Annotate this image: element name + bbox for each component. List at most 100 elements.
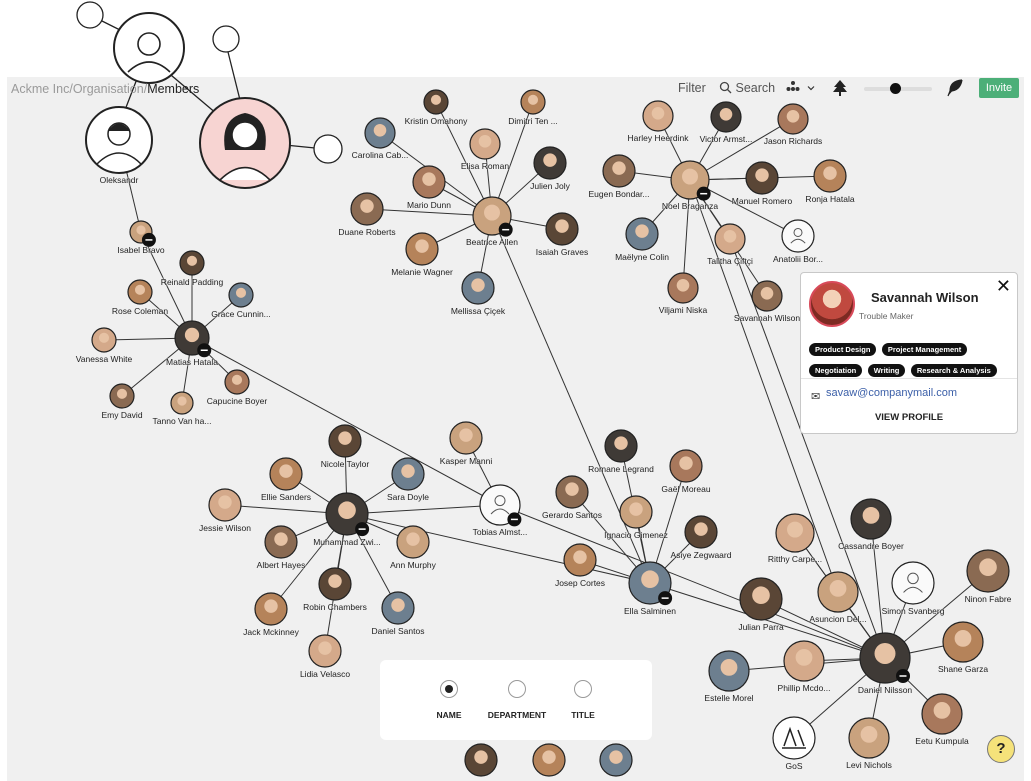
avatar-face xyxy=(723,230,737,243)
member-node[interactable] xyxy=(224,369,250,395)
breadcrumb-organisation[interactable]: Organisation/ xyxy=(72,82,148,96)
member-node[interactable] xyxy=(563,543,597,577)
member-node[interactable] xyxy=(772,716,816,760)
member-node[interactable] xyxy=(308,634,342,668)
avatar-face xyxy=(471,278,485,292)
zoom-slider-knob[interactable] xyxy=(889,83,901,94)
member-node[interactable] xyxy=(710,101,742,133)
member-node[interactable] xyxy=(751,280,783,312)
member-node[interactable] xyxy=(642,100,674,132)
member-node[interactable] xyxy=(850,498,892,540)
member-node[interactable] xyxy=(813,159,847,193)
member-node[interactable] xyxy=(464,743,498,777)
email-link[interactable]: savaw@companymail.com xyxy=(826,387,957,399)
member-name-label: Levi Nichols xyxy=(846,760,892,770)
member-node[interactable] xyxy=(599,743,633,777)
member-node[interactable] xyxy=(364,117,396,149)
member-node[interactable] xyxy=(479,484,522,527)
member-node[interactable] xyxy=(625,217,659,251)
radio-department[interactable] xyxy=(508,680,526,698)
member-node[interactable] xyxy=(848,717,890,759)
member-node[interactable] xyxy=(174,320,212,358)
member-name-label: Julian Parra xyxy=(738,622,784,632)
member-node[interactable] xyxy=(461,271,495,305)
member-node[interactable] xyxy=(391,457,425,491)
member-node[interactable] xyxy=(208,488,242,522)
member-node[interactable] xyxy=(619,495,653,529)
member-node[interactable] xyxy=(532,743,566,777)
member-node[interactable] xyxy=(170,391,194,415)
member-node[interactable] xyxy=(966,549,1010,593)
help-button[interactable]: ? xyxy=(987,735,1015,763)
member-node[interactable] xyxy=(129,220,156,247)
member-node[interactable] xyxy=(628,561,673,606)
member-node[interactable] xyxy=(350,192,384,226)
member-node[interactable] xyxy=(555,475,589,509)
member-node[interactable] xyxy=(254,592,288,626)
member-node[interactable] xyxy=(179,250,205,276)
member-node[interactable] xyxy=(396,525,430,559)
member-node[interactable] xyxy=(942,621,984,663)
radio-title[interactable] xyxy=(574,680,592,698)
member-node[interactable] xyxy=(708,650,750,692)
member-name-label: Victor Armst... xyxy=(699,134,753,144)
member-node[interactable] xyxy=(228,282,254,308)
member-node[interactable] xyxy=(684,515,718,549)
member-node[interactable] xyxy=(817,571,859,613)
member-node[interactable] xyxy=(423,89,449,115)
tree-icon[interactable] xyxy=(832,79,848,97)
member-node[interactable] xyxy=(381,591,415,625)
member-node[interactable] xyxy=(328,424,362,458)
member-node[interactable] xyxy=(775,513,815,553)
invite-button[interactable]: Invite xyxy=(979,78,1019,98)
member-node[interactable] xyxy=(472,196,513,237)
hierarchy-dropdown[interactable] xyxy=(786,80,815,95)
radio-name[interactable] xyxy=(440,680,458,698)
close-icon[interactable]: ✕ xyxy=(995,276,1011,296)
search-button[interactable]: Search xyxy=(719,81,775,95)
view-profile-button[interactable]: VIEW PROFILE xyxy=(874,412,944,423)
member-node[interactable] xyxy=(670,160,711,201)
member-node[interactable] xyxy=(669,449,703,483)
member-node[interactable] xyxy=(520,89,546,115)
member-node[interactable] xyxy=(602,154,636,188)
user-icon xyxy=(907,572,919,585)
member-node[interactable] xyxy=(405,232,439,266)
member-node[interactable] xyxy=(714,223,746,255)
member-node[interactable] xyxy=(781,219,815,253)
sketch-hair xyxy=(108,123,130,131)
gos-logo xyxy=(782,726,806,749)
member-avatar[interactable] xyxy=(772,716,816,760)
member-node[interactable] xyxy=(449,421,483,455)
avatar-face xyxy=(565,482,579,496)
member-node[interactable] xyxy=(533,146,567,180)
member-node[interactable] xyxy=(921,693,963,735)
member-node[interactable] xyxy=(859,632,911,684)
filter-button[interactable]: Filter xyxy=(678,81,706,95)
member-node[interactable] xyxy=(891,561,935,605)
member-node[interactable] xyxy=(269,457,303,491)
member-node[interactable] xyxy=(777,103,809,135)
avatar-face xyxy=(860,726,878,743)
member-node[interactable] xyxy=(91,327,117,353)
member-avatar[interactable] xyxy=(891,561,935,605)
member-node[interactable] xyxy=(667,272,699,304)
member-node[interactable] xyxy=(604,429,638,463)
member-node[interactable] xyxy=(264,525,298,559)
zoom-slider[interactable] xyxy=(864,83,932,94)
member-node[interactable] xyxy=(127,279,153,305)
member-node[interactable] xyxy=(739,577,783,621)
leaf-icon[interactable] xyxy=(947,79,964,97)
member-node[interactable] xyxy=(469,128,501,160)
member-node[interactable] xyxy=(745,161,779,195)
member-node[interactable] xyxy=(545,212,579,246)
member-node[interactable] xyxy=(783,640,825,682)
avatar-face xyxy=(719,108,733,121)
breadcrumb-ackme[interactable]: Ackme Inc/ xyxy=(11,82,73,96)
member-node[interactable] xyxy=(412,165,446,199)
member-node[interactable] xyxy=(318,567,352,601)
member-node[interactable] xyxy=(85,106,153,174)
member-node[interactable] xyxy=(325,492,370,537)
member-node[interactable] xyxy=(109,383,135,409)
